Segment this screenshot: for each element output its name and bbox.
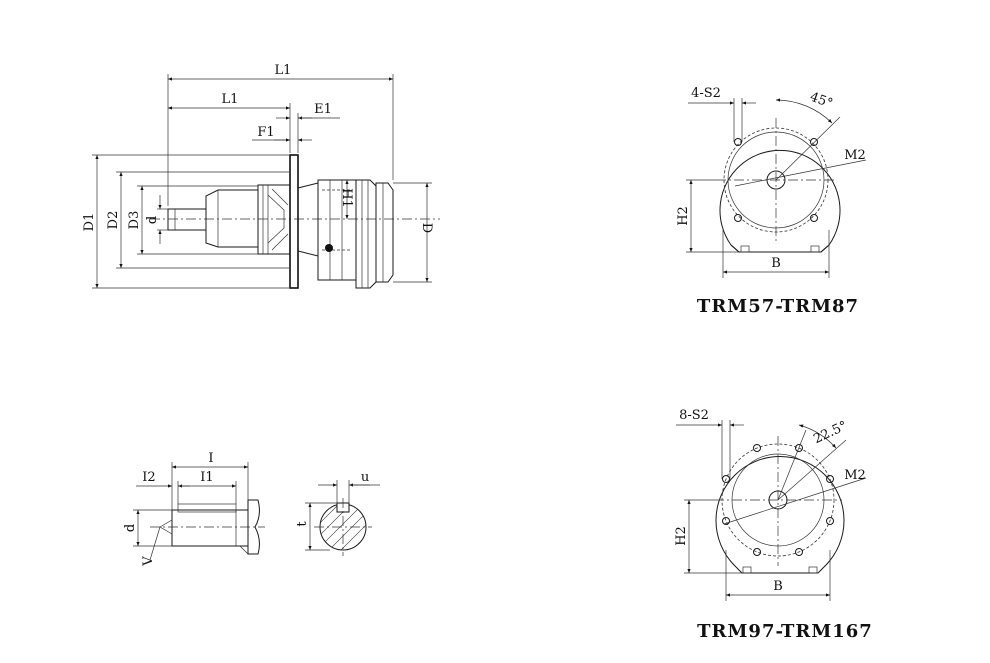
bolt-hole — [753, 444, 761, 452]
bolt-hole — [722, 475, 730, 483]
bolt-hole — [734, 214, 742, 222]
shaft-detail: I I1 I2 d V — [123, 451, 380, 567]
label-small-B: B — [771, 256, 781, 271]
dim-D1: D1 — [82, 213, 97, 232]
dim-shaft-d: d — [123, 524, 138, 532]
gear-housing-neck — [297, 182, 319, 257]
bolt-hole — [734, 138, 742, 146]
bearing-housing — [205, 189, 259, 248]
dim-V: V — [141, 556, 156, 567]
dim-D3: D3 — [127, 211, 142, 230]
bolt-hole — [753, 548, 761, 556]
dim-D2: D2 — [106, 211, 121, 230]
flange-view-large: 8-S2 22.5° M2 H2 B TRM97-TRM167 — [674, 408, 873, 642]
output-shaft — [167, 208, 207, 231]
dim-D: D — [419, 223, 434, 233]
dim-L1-outer: L1 — [275, 63, 292, 78]
caption-small: TRM57-TRM87 — [697, 296, 859, 317]
label-small-H2: H2 — [676, 206, 691, 226]
label-large-B: B — [773, 579, 783, 594]
dim-t: t — [295, 521, 310, 527]
dim-I1: I1 — [200, 470, 213, 485]
bolt-hole — [826, 475, 834, 483]
bolt-hole — [795, 548, 803, 556]
dim-u: u — [361, 470, 369, 485]
shaft-break — [247, 499, 260, 555]
shaft-end — [171, 509, 249, 547]
dim-E1: E1 — [314, 102, 332, 117]
label-large-M2: M2 — [844, 468, 866, 483]
bolt-hole — [810, 214, 818, 222]
bolt-hole — [826, 517, 834, 525]
bolt-hole — [810, 138, 818, 146]
motor-adapter — [355, 179, 377, 289]
dim-F1: F1 — [257, 125, 274, 140]
shaft-keyway — [177, 503, 237, 513]
mounting-flange — [289, 154, 299, 289]
label-small-angle: 45° — [808, 90, 835, 112]
dim-I2: I2 — [142, 470, 155, 485]
shaft-cross-section — [314, 498, 372, 556]
dim-d: d — [145, 216, 160, 224]
side-view: L1 L1 E1 F1 D1 D2 D3 — [82, 63, 440, 289]
drain-plug — [325, 244, 333, 252]
label-large-H2: H2 — [674, 526, 689, 546]
label-small-holes: 4-S2 — [691, 86, 721, 101]
dim-I: I — [208, 451, 213, 466]
dim-H1: H1 — [339, 188, 354, 208]
label-small-M2: M2 — [844, 148, 866, 163]
flange-large-body — [715, 456, 845, 574]
label-large-holes: 8-S2 — [679, 408, 709, 423]
motor-end — [375, 182, 394, 283]
flange-view-small: 4-S2 45° M2 H2 B TRM57-TRM87 — [676, 86, 867, 317]
bolt-hole — [722, 517, 730, 525]
caption-large: TRM97-TRM167 — [697, 621, 873, 642]
dim-L1-inner: L1 — [222, 92, 239, 107]
flange-small-body — [719, 149, 841, 253]
